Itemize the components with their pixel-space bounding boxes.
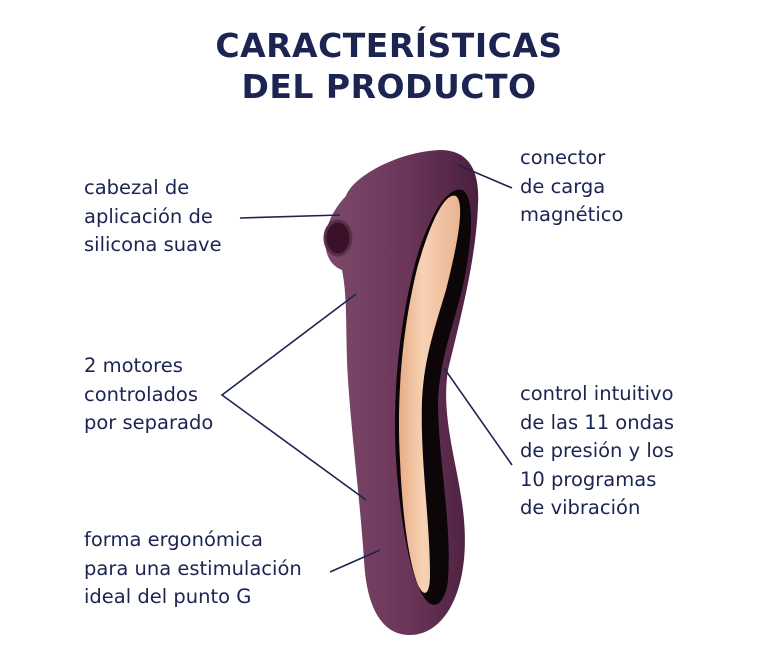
feature-text: de las 11 ondas bbox=[520, 410, 675, 434]
feature-text: de vibración bbox=[520, 496, 641, 519]
feature-text: forma ergonómica bbox=[84, 528, 263, 551]
feature-text: de presión y los bbox=[520, 439, 674, 462]
feature-label-control: control intuitivo de las 11 ondas de pre… bbox=[520, 380, 674, 523]
leader-line-control bbox=[443, 367, 513, 466]
feature-label-head: cabezal de aplicación de silicona suave bbox=[84, 174, 222, 260]
feature-text: cabezal de bbox=[84, 176, 190, 199]
feature-label-motors: 2 motores controlados por separado bbox=[84, 352, 213, 438]
feature-text: ideal del punto G bbox=[84, 585, 252, 608]
feature-text: magnético bbox=[520, 203, 624, 226]
page-title-line-2: DEL PRODUCTO bbox=[241, 67, 537, 106]
leader-line-head bbox=[239, 214, 341, 219]
feature-text: para una estimulación bbox=[84, 556, 302, 580]
feature-text: por separado bbox=[84, 411, 214, 434]
feature-text: control intuitivo bbox=[520, 382, 674, 405]
feature-text: de carga bbox=[520, 174, 606, 198]
feature-text: aplicación de bbox=[84, 204, 213, 228]
leader-line-motors bbox=[220, 293, 367, 501]
feature-text: controlados bbox=[84, 382, 199, 406]
feature-label-connector: conector de carga magnético bbox=[520, 144, 623, 230]
device-gold-panel bbox=[398, 195, 461, 593]
feature-text: conector bbox=[520, 146, 606, 169]
leader-line-shape bbox=[329, 549, 381, 573]
leader-line-connector bbox=[457, 164, 513, 189]
feature-text: 2 motores bbox=[84, 354, 183, 377]
feature-label-shape: forma ergonómica para una estimulación i… bbox=[84, 526, 302, 612]
page-title-line-1: CARACTERÍSTICAS bbox=[215, 26, 563, 65]
suction-opening bbox=[323, 219, 353, 257]
feature-text: silicona suave bbox=[84, 233, 222, 256]
feature-text: 10 programas bbox=[520, 467, 657, 491]
